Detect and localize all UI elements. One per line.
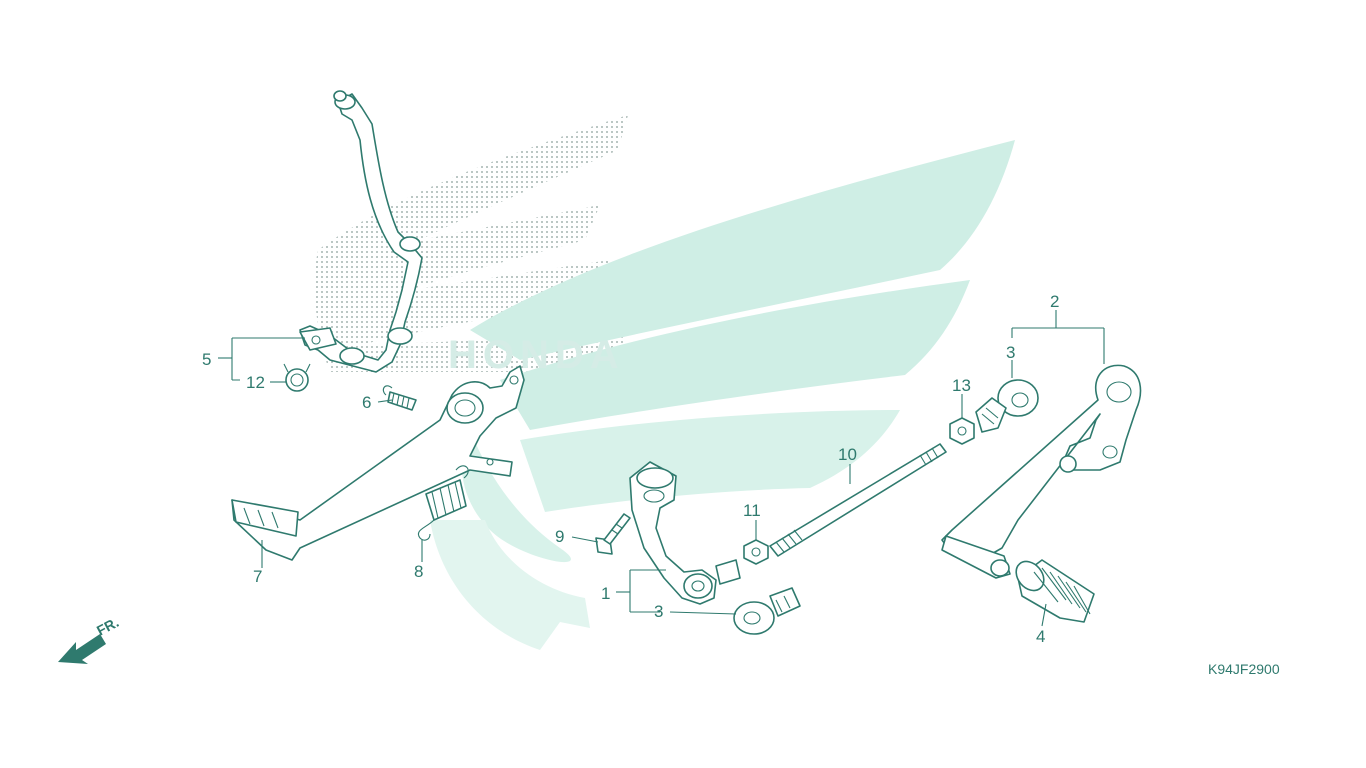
callout-2: 2 bbox=[1050, 292, 1059, 311]
part-7-brake-pedal bbox=[231, 365, 525, 561]
callout-13: 13 bbox=[952, 376, 971, 395]
part-3-rod-end-upper bbox=[975, 379, 1039, 433]
callout-12: 12 bbox=[246, 373, 265, 392]
callout-5: 5 bbox=[202, 350, 211, 369]
callout-8: 8 bbox=[414, 562, 423, 581]
callout-3-upper: 3 bbox=[1006, 343, 1015, 362]
part-10-tie-rod bbox=[769, 443, 947, 557]
callout-11: 11 bbox=[743, 501, 761, 520]
callout-1: 1 bbox=[601, 584, 610, 603]
part-9-bolt bbox=[595, 513, 631, 555]
drawing-code: K94JF2900 bbox=[1208, 661, 1280, 677]
callout-7: 7 bbox=[253, 567, 262, 586]
callout-10: 10 bbox=[838, 445, 857, 464]
callout-3-lower: 3 bbox=[654, 602, 663, 621]
front-direction-arrow: FR. bbox=[58, 614, 121, 664]
part-5-rod-assembly bbox=[299, 90, 423, 373]
callout-9: 9 bbox=[555, 527, 564, 546]
leader-lines bbox=[218, 310, 1105, 627]
honda-wing-watermark: HONDA bbox=[314, 115, 1015, 650]
callout-labels: 5 12 6 7 8 9 1 3 11 10 13 3 2 4 bbox=[202, 292, 1059, 646]
part-2-shift-pedal bbox=[941, 364, 1142, 579]
front-label: FR. bbox=[94, 614, 121, 639]
callout-6: 6 bbox=[362, 393, 371, 412]
honda-text-watermark: HONDA bbox=[448, 333, 625, 377]
part-3-rod-end-lower bbox=[733, 587, 801, 635]
part-8-spring bbox=[417, 465, 469, 541]
part-1-shift-arm bbox=[629, 461, 741, 605]
part-13-nut bbox=[949, 417, 975, 445]
callout-4: 4 bbox=[1036, 627, 1045, 646]
part-12-clip bbox=[283, 363, 311, 392]
part-6-spring bbox=[382, 385, 417, 411]
part-4-pedal-rubber bbox=[1015, 559, 1095, 623]
part-11-nut bbox=[743, 539, 769, 565]
